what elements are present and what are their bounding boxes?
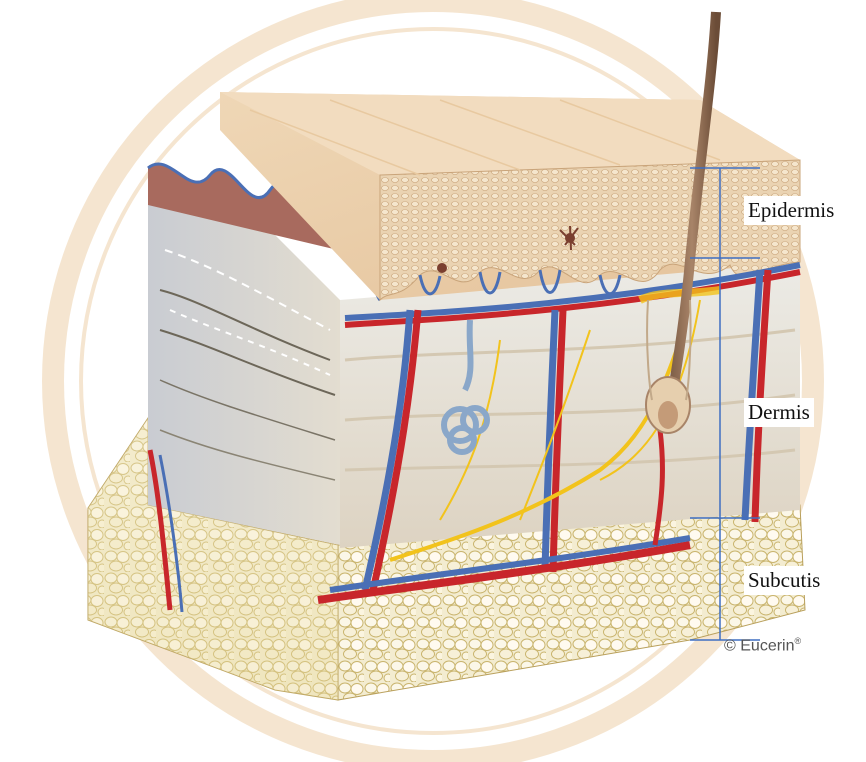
epidermis-label: Epidermis [744,196,838,225]
subcutis-label: Subcutis [744,566,824,595]
registered-mark: ® [795,636,802,646]
brand-name: Eucerin [740,637,794,654]
copyright-symbol: © [724,637,736,654]
dermis-label: Dermis [744,398,814,427]
copyright-credit: © Eucerin® [724,636,801,655]
